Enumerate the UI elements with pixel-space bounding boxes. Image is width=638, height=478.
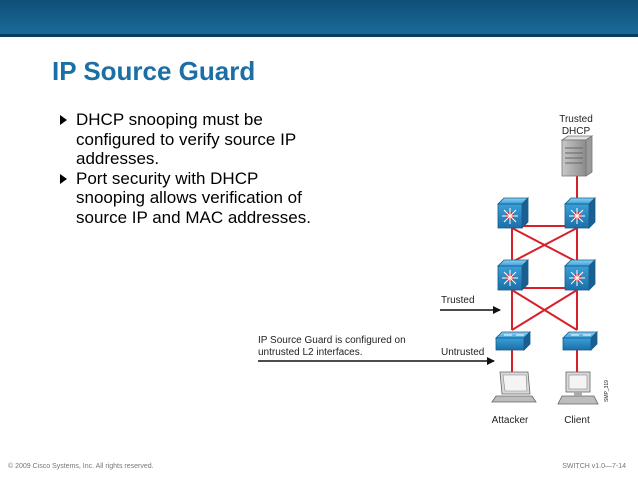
bullet-item: Port security with DHCP snooping allows …	[58, 169, 328, 228]
slide-title: IP Source Guard	[52, 56, 256, 86]
distribution-switch-left-icon	[497, 197, 529, 229]
dhcp-server-icon	[560, 135, 594, 177]
bullet-text: Port security with DHCP snooping allows …	[76, 168, 311, 227]
link-dist-cross-b	[511, 227, 578, 263]
core-switch-right-icon	[564, 259, 596, 291]
client-pc-icon	[557, 371, 599, 405]
callout-line-1: IP Source Guard is configured on	[258, 335, 406, 346]
bullet-list: DHCP snooping must be configured to veri…	[58, 110, 328, 227]
bullet-arrow-icon	[60, 173, 67, 184]
core-switch-left-icon	[497, 259, 529, 291]
client-label: Client	[564, 415, 590, 426]
access-switch-right-icon	[562, 331, 598, 351]
access-switch-left-icon	[495, 331, 531, 351]
trusted-port-label: Trusted	[441, 295, 475, 306]
bullet-arrow-icon	[60, 115, 67, 125]
header-bar	[0, 0, 638, 34]
callout-line-2: untrusted L2 interfaces.	[258, 347, 363, 358]
untrusted-port-label: Untrusted	[441, 347, 484, 358]
figure-id: SMP_319	[604, 380, 610, 402]
distribution-switch-right-icon	[564, 197, 596, 229]
bullet-text: DHCP snooping must be configured to veri…	[76, 110, 296, 168]
attacker-label: Attacker	[492, 415, 529, 426]
attacker-laptop-icon	[491, 371, 537, 403]
footer-course-code: SWITCH v1.0—7-14	[562, 463, 626, 470]
server-label-trusted: Trusted	[559, 114, 593, 125]
footer-copyright: © 2009 Cisco Systems, Inc. All rights re…	[8, 463, 154, 470]
link-access-cross-b	[511, 289, 578, 331]
server-label-dhcp: DHCP	[562, 126, 591, 137]
header-divider	[0, 34, 638, 37]
bullet-item: DHCP snooping must be configured to veri…	[58, 110, 328, 169]
